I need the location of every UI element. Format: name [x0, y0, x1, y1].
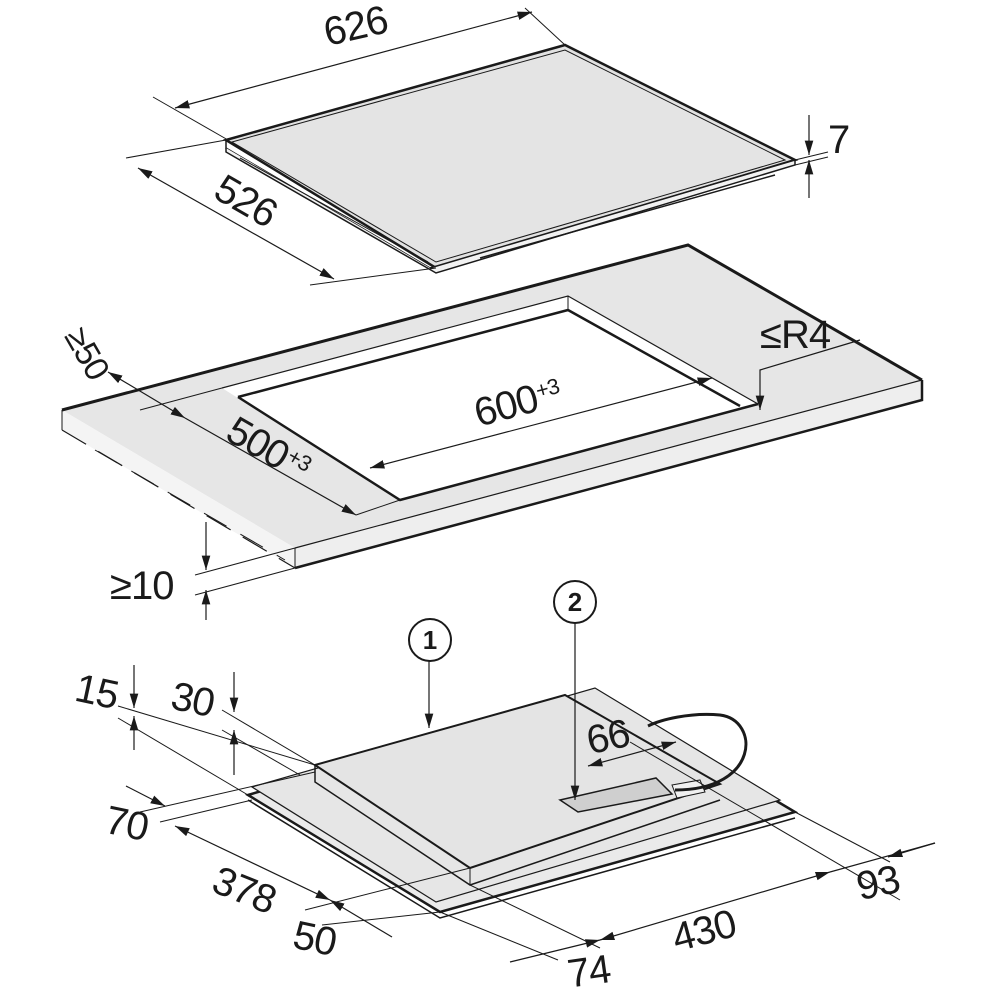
dim-66: 66 — [582, 711, 634, 764]
hob-top-view — [125, 7, 829, 286]
dim-corner-radius: ≤R4 — [760, 313, 831, 357]
dim-hob-thickness: 7 — [828, 118, 850, 162]
dim-30: 30 — [167, 674, 218, 726]
dim-50: 50 — [289, 913, 340, 965]
dim-min-thickness: ≥10 — [110, 564, 174, 608]
hob-underside-view — [117, 620, 936, 963]
dim-74: 74 — [564, 947, 613, 997]
callout-1: 1 — [408, 618, 452, 662]
dim-93: 93 — [852, 857, 904, 910]
countertop-cutout-view — [61, 243, 924, 620]
dim-70: 70 — [101, 798, 152, 850]
callout-2: 2 — [553, 580, 597, 624]
dim-15: 15 — [71, 666, 122, 718]
